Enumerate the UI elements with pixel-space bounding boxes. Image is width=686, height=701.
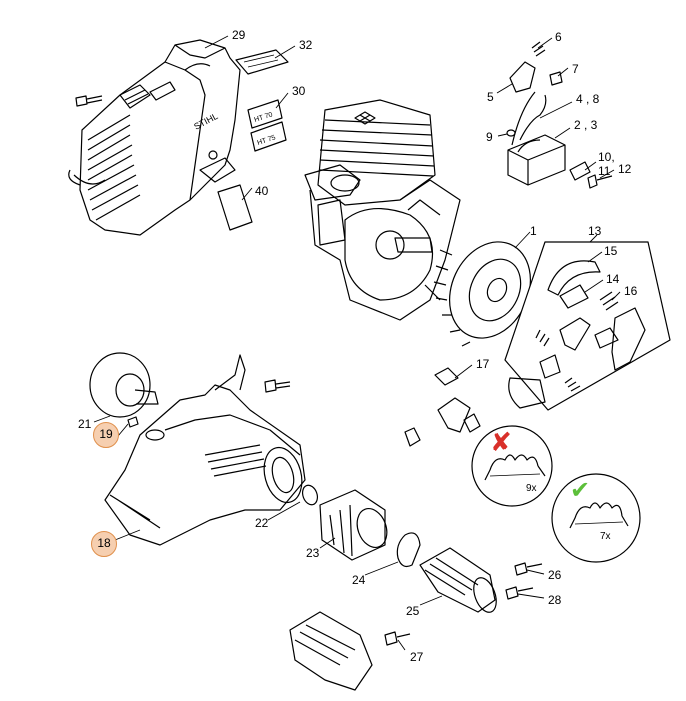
part-label-25[interactable]: 25 [406,604,420,618]
clutch-shoe-set [404,367,481,447]
part-label-11[interactable]: 11 [598,164,611,178]
part-label-21[interactable]: 21 [78,417,92,431]
lower-filter [289,611,411,691]
part-label-10[interactable]: 10, [598,150,615,164]
fan-housing [104,354,306,546]
right-spring-panel [551,473,641,563]
retaining-ring [301,484,319,506]
part-label-15[interactable]: 15 [604,244,618,258]
part-label-28[interactable]: 28 [548,593,562,607]
part-label-29[interactable]: 29 [232,28,246,42]
part-label-40[interactable]: 40 [255,184,269,198]
part-label-30[interactable]: 30 [292,84,306,98]
part-label-6[interactable]: 6 [555,30,562,44]
engine-shroud: STIHL [68,39,241,236]
part-label-9[interactable]: 9 [486,130,493,144]
part-label-24[interactable]: 24 [352,573,366,587]
part-label-19-highlighted[interactable]: 19 [93,422,119,448]
right-spring-count: 7x [600,531,611,542]
part-label-23[interactable]: 23 [306,546,320,560]
model-decal: HT 70 HT 75 [247,99,287,152]
leader-lines [93,35,621,651]
spring-clip [396,532,421,568]
filter-housing [419,547,497,613]
wrong-spring-count: 9x [526,483,537,494]
part-label-26[interactable]: 26 [548,568,562,582]
part-label-22[interactable]: 22 [255,516,269,530]
part-label-32[interactable]: 32 [299,38,313,52]
check-mark-icon: ✔ [570,476,591,504]
screws-26-28 [505,562,543,600]
clutch-parts [508,260,646,409]
part-label-18-highlighted[interactable]: 18 [91,531,117,557]
instruction-card [217,184,253,231]
flywheel [433,241,532,347]
part-label-7[interactable]: 7 [572,62,579,76]
part-label-12[interactable]: 12 [618,162,632,176]
engine-block [304,99,461,321]
part-label-4-8[interactable]: 4 , 8 [576,92,600,106]
part-label-5[interactable]: 5 [487,90,494,104]
x-mark-icon: ✘ [490,428,512,458]
clutch-inset-frame [504,241,671,411]
decal-plate [235,49,289,75]
wrong-spring-panel [471,425,553,507]
sleeve [319,489,388,561]
bearing-screw [264,379,291,393]
part-label-16[interactable]: 16 [624,284,638,298]
part-label-1[interactable]: 1 [530,224,537,238]
part-label-14[interactable]: 14 [606,272,620,286]
part-label-17[interactable]: 17 [476,357,490,371]
part-label-13[interactable]: 13 [588,224,602,238]
part-label-27[interactable]: 27 [410,650,424,664]
fan-wheel [89,352,159,428]
ignition-module [506,41,613,189]
shroud-screw [75,95,103,107]
part-label-2-3[interactable]: 2 , 3 [574,118,598,132]
